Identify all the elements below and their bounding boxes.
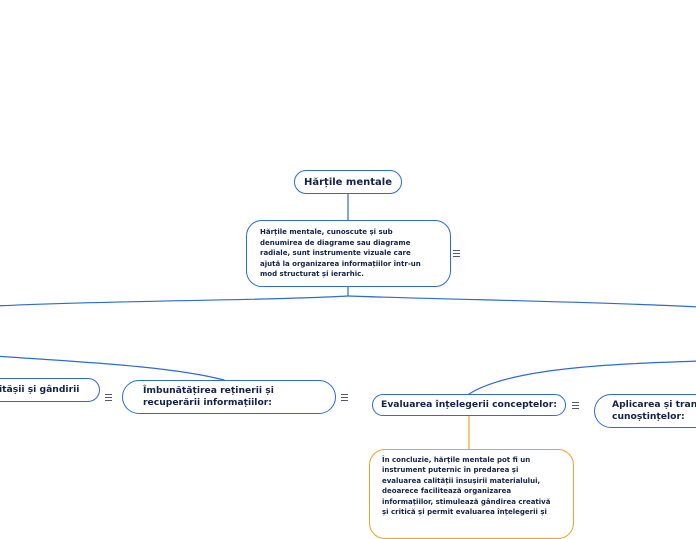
branch-label-line: Îmbunătățirea reținerii și <box>143 385 274 396</box>
description-line: ajută la organizarea informațiilor într-… <box>260 259 421 268</box>
branch-label-line: Aplicarea și transf <box>612 399 696 410</box>
branch-node-application[interactable]: Aplicarea și transf cunoștințelor: <box>594 394 696 428</box>
conclusion-line: informațiilor, stimulează gândirea creat… <box>382 497 551 506</box>
connector-right-branch <box>347 295 696 308</box>
hamburger-icon[interactable] <box>453 250 460 257</box>
conclusion-line: și critică și permit evaluarea înțeleger… <box>382 508 547 517</box>
description-line: radiale, sunt instrumente vizuale care <box>260 249 411 258</box>
branch-node-evaluation[interactable]: Evaluarea înțelegerii conceptelor: <box>372 394 566 416</box>
conclusion-line: deoarece facilitează organizarea <box>382 487 512 496</box>
connector-lines <box>0 193 696 450</box>
conclusion-line: evaluarea calității însușirii materialul… <box>382 476 541 485</box>
connector-eval-branch <box>468 360 696 395</box>
hamburger-icon[interactable] <box>105 394 112 401</box>
branch-label-line: cunoștințelor: <box>612 411 685 422</box>
hamburger-icon[interactable] <box>572 402 579 409</box>
conclusion-node[interactable]: În concluzie, hărțile mentale pot fi un … <box>369 449 574 539</box>
description-node[interactable]: Hărțile mentale, cunoscute și sub denumi… <box>246 220 451 287</box>
conclusion-line: În concluzie, hărțile mentale pot fi un <box>382 456 531 464</box>
branch-label: Evaluarea înțelegerii conceptelor: <box>381 399 557 410</box>
branch-label: itășii și gândirii <box>0 384 80 395</box>
root-node-label: Hărțile mentale <box>303 176 392 188</box>
branch-node-retention[interactable]: Îmbunătățirea reținerii și recuperării i… <box>122 380 336 414</box>
connector-left-branch <box>0 295 349 307</box>
branch-label: Aplicarea și transf cunoștințelor: <box>612 399 696 423</box>
branch-label: Îmbunătățirea reținerii și recuperării i… <box>143 385 274 409</box>
branch-node-left[interactable]: itășii și gândirii <box>0 378 100 402</box>
connector-mid-branch <box>0 355 225 381</box>
description-line: denumirea de diagrame sau diagrame <box>260 238 411 247</box>
description-line: mod structurat și ierarhic. <box>260 270 364 279</box>
branch-label-line: recuperării informațiilor: <box>143 397 272 408</box>
hamburger-icon[interactable] <box>341 394 348 401</box>
root-node[interactable]: Hărțile mentale <box>294 170 402 194</box>
description-line: Hărțile mentale, cunoscute și sub <box>260 228 393 236</box>
conclusion-line: instrument puternic în predarea și <box>382 466 519 475</box>
